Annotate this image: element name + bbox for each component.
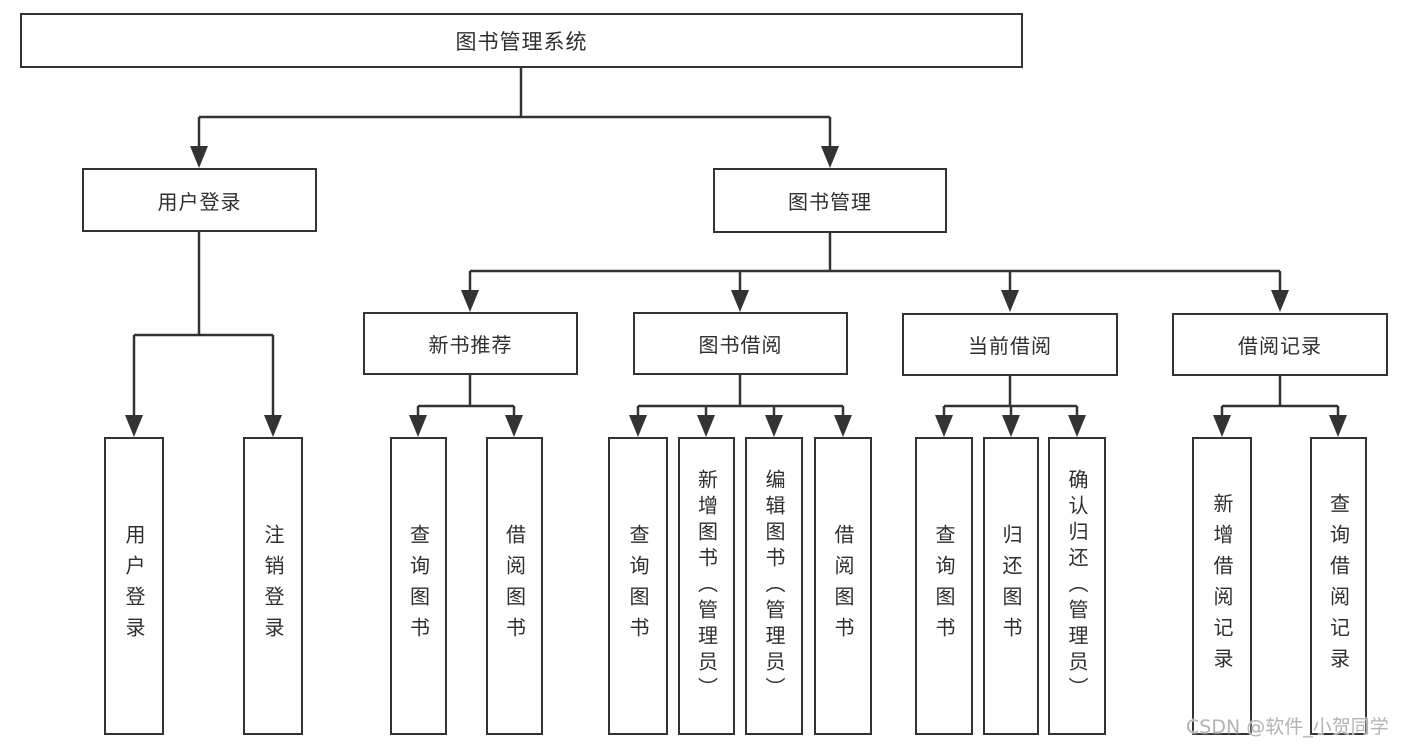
node-current-borrow: 当前借阅: [902, 313, 1118, 376]
leaf-cb-confirm-return-admin-label: 确认归还（管理员）: [1065, 469, 1089, 703]
arrowhead-current-borrow: [1001, 290, 1019, 312]
leaf-nbr-query-books: 查询图书: [390, 437, 447, 735]
arrowhead-bb-edit-books: [765, 415, 783, 437]
leaf-br-add-record: 新增借阅记录: [1192, 437, 1252, 735]
leaf-bb-borrow-books-label: 借阅图书: [831, 524, 855, 648]
arrowhead-user-login: [190, 146, 208, 168]
arrowhead-cb-confirm-ret: [1068, 415, 1086, 437]
arrowhead-cb-return-books: [1002, 415, 1020, 437]
leaf-br-query-record: 查询借阅记录: [1310, 437, 1367, 735]
connector-borrow-records-children: [1220, 375, 1340, 419]
leaf-logout-label: 注销登录: [261, 524, 285, 648]
connector-book-borrow-children: [636, 375, 845, 419]
leaf-nbr-borrow-books: 借阅图书: [486, 437, 543, 735]
node-new-book-recommend-label: 新书推荐: [428, 333, 513, 357]
node-user-login: 用户登录: [82, 168, 317, 232]
node-library-system-label: 图书管理系统: [455, 29, 588, 54]
node-borrow-records-label: 借阅记录: [1238, 334, 1322, 358]
arrowhead-new-book-rec: [461, 290, 479, 312]
connector-current-borrow-children: [942, 375, 1079, 419]
connector-root-to-level2: [197, 68, 832, 150]
arrowhead-ul-user-login: [125, 415, 143, 437]
leaf-cb-query-books: 查询图书: [915, 437, 973, 735]
csdn-watermark: CSDN @软件_小贺同学: [1186, 716, 1389, 738]
leaf-bb-edit-books-admin: 编辑图书（管理员）: [745, 437, 803, 735]
arrowhead-book-borrow: [731, 290, 749, 312]
leaf-bb-borrow-books: 借阅图书: [814, 437, 872, 735]
leaf-br-query-record-label: 查询借阅记录: [1326, 493, 1351, 679]
node-book-management: 图书管理: [713, 168, 947, 233]
leaf-cb-return-books-label: 归还图书: [999, 524, 1023, 648]
node-user-login-label: 用户登录: [157, 189, 242, 214]
leaf-bb-edit-books-admin-label: 编辑图书（管理员）: [762, 469, 786, 703]
node-book-borrow-label: 图书借阅: [698, 333, 783, 357]
arrowhead-cb-query-books: [935, 415, 953, 437]
leaf-user-login: 用户登录: [104, 437, 164, 735]
leaf-bb-add-books-admin-label: 新增图书（管理员）: [694, 469, 719, 703]
node-book-borrow: 图书借阅: [633, 312, 848, 375]
leaf-bb-add-books-admin: 新增图书（管理员）: [678, 437, 735, 735]
leaf-nbr-query-books-label: 查询图书: [406, 524, 431, 648]
arrowhead-br-add-record: [1213, 415, 1231, 437]
leaf-user-login-label: 用户登录: [122, 524, 146, 648]
arrowhead-nbr-borrow-books: [505, 415, 523, 437]
leaf-br-add-record-label: 新增借阅记录: [1210, 493, 1234, 679]
connector-new-book-rec-children: [416, 375, 516, 419]
arrowhead-br-query-record: [1329, 415, 1347, 437]
connector-book-mgmt-children: [468, 233, 1282, 294]
connector-user-login-children: [132, 232, 275, 419]
node-new-book-recommend: 新书推荐: [363, 312, 578, 375]
node-book-management-label: 图书管理: [788, 190, 872, 214]
leaf-bb-query-books-label: 查询图书: [626, 524, 650, 648]
arrowhead-nbr-query-books: [409, 415, 427, 437]
leaf-cb-confirm-return-admin: 确认归还（管理员）: [1048, 437, 1106, 735]
arrowhead-borrow-records: [1271, 290, 1289, 312]
node-library-system: 图书管理系统: [20, 13, 1023, 68]
leaf-logout: 注销登录: [243, 437, 303, 735]
node-borrow-records: 借阅记录: [1172, 313, 1388, 376]
leaf-nbr-borrow-books-label: 借阅图书: [502, 524, 527, 648]
leaf-cb-query-books-label: 查询图书: [932, 524, 956, 648]
arrowhead-bb-query-books: [629, 415, 647, 437]
arrowhead-ul-logout: [264, 415, 282, 437]
leaf-bb-query-books: 查询图书: [608, 437, 668, 735]
leaf-cb-return-books: 归还图书: [983, 437, 1039, 735]
node-current-borrow-label: 当前借阅: [968, 334, 1052, 358]
arrowhead-bb-borrow-books: [834, 415, 852, 437]
arrowhead-book-mgmt: [821, 146, 839, 168]
arrowhead-bb-add-books: [697, 415, 715, 437]
